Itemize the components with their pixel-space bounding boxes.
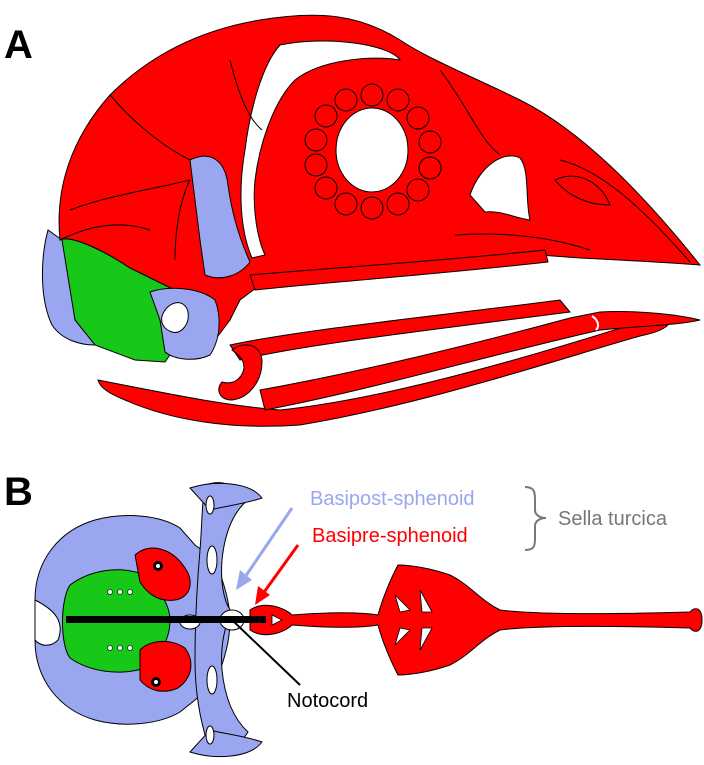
notocord-label: Notocord: [287, 690, 368, 712]
panel-b-letter: B: [4, 470, 33, 514]
panel-a-letter: A: [4, 23, 33, 67]
palatine-bar: [230, 300, 570, 360]
wing-foramen-top: [206, 496, 214, 514]
basipre-sphenoid-label: Basipre-sphenoid: [312, 525, 468, 547]
basipre-sphenoid-rostrum: [250, 565, 702, 675]
panel-a: A: [4, 15, 700, 426]
wing-foramen-upper: [207, 546, 217, 574]
basipost-sphenoid-label: Basipost-sphenoid: [310, 488, 475, 510]
sphenoid-lower-flange: [190, 730, 262, 757]
orbit-opening: [336, 108, 408, 192]
wing-foramen-lower: [207, 666, 217, 694]
wing-foramen-bottom: [206, 726, 214, 744]
sella-turcica-label: Sella turcica: [558, 508, 668, 530]
otic-capsule-lower: [140, 641, 191, 691]
quadrate: [219, 345, 262, 400]
notocord-bar: [66, 616, 266, 623]
basipost-arrow: [236, 508, 292, 590]
sphenoid-upper-flange: [190, 483, 262, 510]
sella-brace: [525, 487, 546, 550]
mandible-upper-ramus: [260, 312, 700, 410]
panel-b: B: [4, 470, 702, 757]
